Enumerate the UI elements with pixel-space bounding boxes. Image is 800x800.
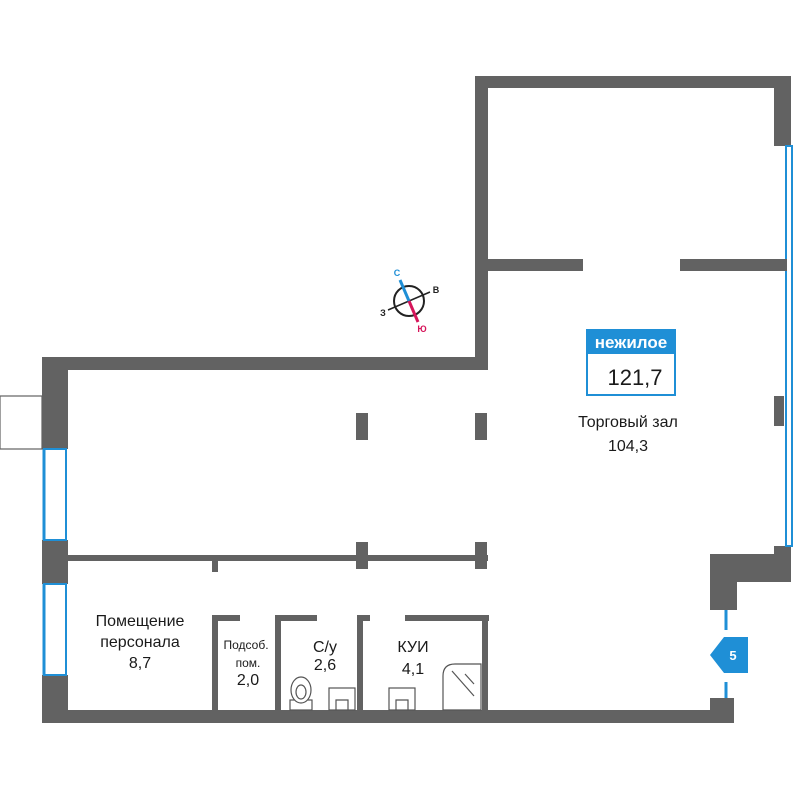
room-sales-hall: Торговый зал 104,3 — [578, 414, 678, 455]
sink-icon — [388, 687, 416, 711]
status-badge: нежилое 121,7 — [586, 329, 676, 396]
window-right — [785, 145, 793, 547]
column — [475, 413, 487, 440]
compass-icon: С В З Ю — [380, 268, 440, 334]
room-area: 2,6 — [314, 657, 336, 674]
room-area: 2,0 — [237, 672, 259, 689]
room-area: 104,3 — [608, 438, 648, 455]
room-name: персонала — [100, 634, 180, 651]
outer-walls — [42, 76, 791, 723]
compass-east: В — [433, 285, 440, 295]
room-name: Подсоб. — [223, 638, 268, 652]
room-bathroom: С/у 2,6 — [313, 639, 337, 674]
total-area: 121,7 — [607, 365, 662, 390]
window-left-upper — [43, 448, 67, 541]
status-label: нежилое — [595, 333, 667, 352]
compass-south: Ю — [417, 324, 426, 334]
room-area: 8,7 — [129, 655, 151, 672]
windows — [42, 145, 793, 698]
room-name: Помещение — [96, 613, 185, 630]
room-name: КУИ — [397, 639, 428, 656]
interior-walls — [68, 259, 787, 710]
room-utility: Подсоб. пом. 2,0 — [223, 638, 268, 689]
annex-box — [0, 395, 43, 450]
toilet-icon — [289, 676, 313, 711]
sink-icon — [328, 687, 356, 711]
shower-tray-icon — [442, 663, 482, 711]
compass-west: З — [380, 308, 386, 318]
room-name: С/у — [313, 639, 337, 656]
window-left-lower — [43, 583, 67, 676]
room-staff: Помещение персонала 8,7 — [96, 613, 185, 672]
entrance-number: 5 — [729, 648, 736, 663]
room-area: 4,1 — [402, 661, 424, 678]
compass-north: С — [394, 268, 401, 278]
room-name: Торговый зал — [578, 414, 678, 431]
room-cleaning: КУИ 4,1 — [397, 639, 428, 678]
column — [356, 413, 368, 440]
entrance-marker: 5 — [710, 637, 748, 673]
room-name: пом. — [236, 656, 261, 670]
